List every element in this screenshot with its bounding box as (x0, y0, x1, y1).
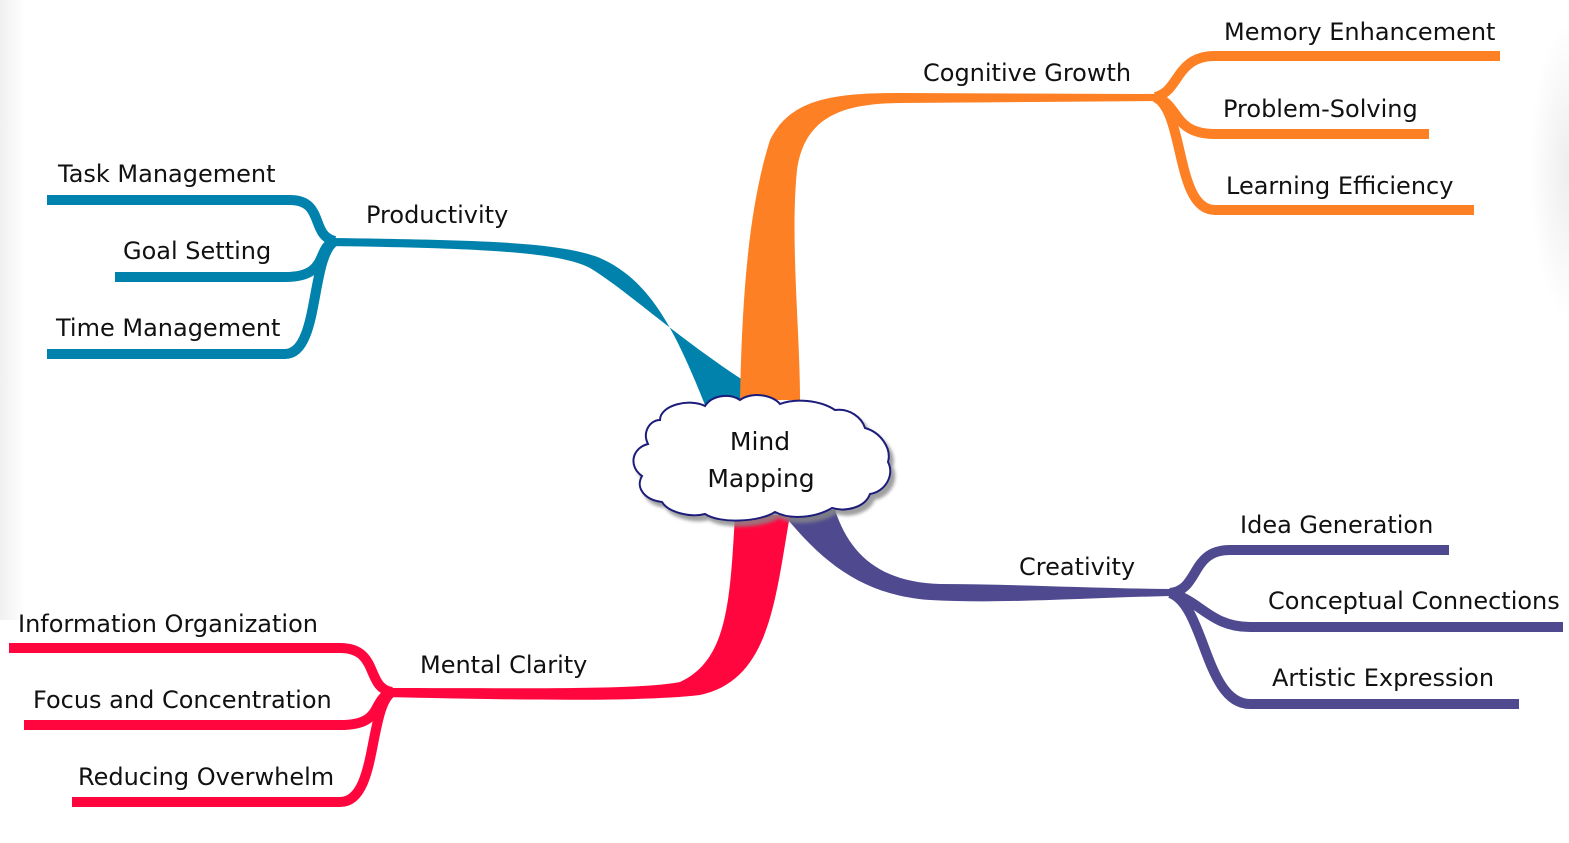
subtopic-task-management[interactable]: Task Management (57, 160, 276, 188)
sub-branch-idea-generation (1168, 545, 1449, 598)
subtopic-memory-enhancement[interactable]: Memory Enhancement (1224, 18, 1495, 46)
topic-label-creativity[interactable]: Creativity (1019, 553, 1135, 581)
sub-branch-reducing-overwhelm (72, 687, 396, 807)
subtopic-conceptual-connections[interactable]: Conceptual Connections (1268, 587, 1560, 615)
sub-branch-artistic-expression (1167, 588, 1519, 709)
subtopic-labels: Memory Enhancement Problem-Solving Learn… (18, 18, 1560, 791)
topic-label-mental-clarity[interactable]: Mental Clarity (420, 651, 587, 679)
subtopic-time-management[interactable]: Time Management (55, 314, 280, 342)
central-topic[interactable]: Mind Mapping (632, 394, 892, 522)
branch-trunk-cognitive-growth (740, 93, 1160, 400)
topic-label-productivity[interactable]: Productivity (366, 201, 508, 229)
sub-branch-task-management (47, 195, 337, 246)
subtopic-problem-solving[interactable]: Problem-Solving (1223, 95, 1418, 123)
sub-branches (9, 51, 1563, 807)
subtopic-focus-and-concentration[interactable]: Focus and Concentration (33, 686, 332, 714)
central-topic-line2: Mapping (707, 464, 814, 493)
sub-branch-learning-efficiency (1152, 92, 1474, 215)
branch-trunk-mental-clarity (385, 515, 790, 700)
subtopic-idea-generation[interactable]: Idea Generation (1240, 511, 1433, 539)
central-topic-line1: Mind (730, 427, 790, 456)
subtopic-goal-setting[interactable]: Goal Setting (123, 237, 271, 265)
cloud-shape (632, 394, 892, 522)
branch-trunk-productivity (330, 238, 775, 405)
sub-branch-memory-enhancement (1153, 51, 1500, 102)
subtopic-artistic-expression[interactable]: Artistic Expression (1272, 664, 1494, 692)
subtopic-information-organization[interactable]: Information Organization (18, 610, 318, 638)
subtopic-reducing-overwhelm[interactable]: Reducing Overwhelm (78, 763, 334, 791)
main-branches (330, 93, 1170, 700)
left-edge-shadow (0, 0, 26, 620)
topic-label-cognitive-growth[interactable]: Cognitive Growth (923, 59, 1131, 87)
sub-branch-time-management (47, 236, 339, 359)
subtopic-learning-efficiency[interactable]: Learning Efficiency (1226, 172, 1453, 200)
main-topic-labels: Cognitive Growth Productivity Creativity… (366, 59, 1135, 679)
right-edge-shadow (1529, 20, 1569, 320)
sub-branch-information-organization (9, 643, 394, 697)
branch-trunk-creativity (780, 510, 1170, 602)
